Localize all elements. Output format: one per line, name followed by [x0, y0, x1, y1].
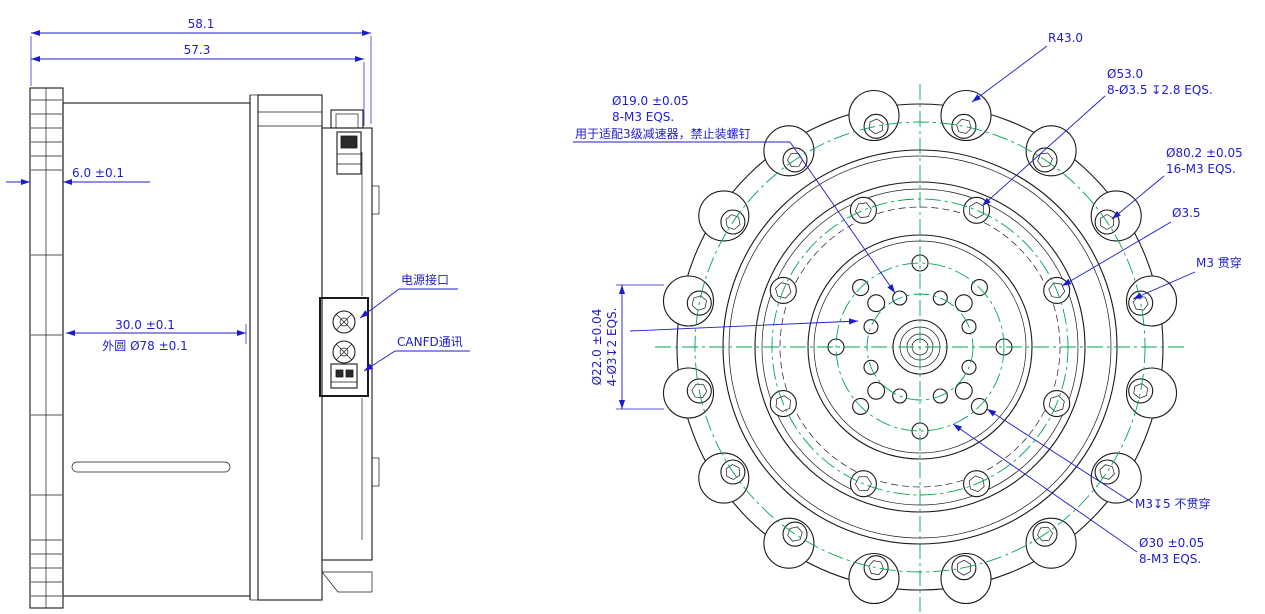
counterbore-hole	[849, 196, 877, 224]
dim-outer-radius: R43.0	[1048, 31, 1083, 45]
counterbore-hole	[963, 196, 991, 224]
leader-m3-through	[1132, 271, 1196, 300]
flange-lobe-tab	[371, 457, 380, 487]
top-connector-outline	[336, 131, 362, 175]
label-power-connector: 电源接口	[401, 272, 449, 287]
dowel-hole	[954, 381, 973, 400]
hex-socket-icon	[725, 214, 741, 230]
hex-socket-icon	[854, 202, 872, 219]
power-connector-pin	[339, 317, 349, 327]
leader-r43	[971, 45, 1048, 103]
dim-m3-through: M3 贯穿	[1196, 255, 1242, 270]
flange-bolt-hole	[1128, 290, 1154, 316]
leader-bc19	[789, 141, 896, 294]
power-connector-cross	[336, 344, 352, 360]
dim-depth: 30.0 ±0.1	[115, 318, 175, 332]
mid-housing-outline	[257, 94, 323, 601]
dim-bc19-note: 8-M3 EQS.	[612, 110, 674, 124]
dim-fin-width: 6.0 ±0.1	[72, 166, 124, 180]
hex-socket-icon	[969, 201, 984, 219]
dim-body-width: 57.3	[184, 43, 211, 57]
dim-bc53-note: 8-Ø3.5 ↧2.8 EQS.	[1107, 83, 1213, 97]
dim-bc80: Ø80.2 ±0.05	[1166, 146, 1243, 160]
hex-socket-icon	[1048, 395, 1065, 412]
canfd-pin	[345, 369, 354, 378]
leader-hole35	[1061, 221, 1172, 287]
leader-canfd	[363, 350, 396, 372]
connector-panel	[319, 297, 369, 397]
dim-bc19: Ø19.0 ±0.05	[612, 94, 689, 108]
fin-stack-outline	[29, 87, 64, 609]
annotations: 58.1 57.3 6.0 ±0.1 30.0 ±0.1 外圆 Ø78 ±0.1…	[6, 17, 1243, 566]
dim-bc30: Ø30 ±0.05	[1139, 536, 1204, 550]
leader-bc80	[1111, 175, 1165, 220]
leader-bc22	[629, 318, 859, 332]
hex-socket-icon	[968, 475, 985, 492]
vent-slot	[71, 461, 231, 473]
dim-bc80-note: 16-M3 EQS.	[1166, 162, 1236, 176]
flange-bolt-hole	[863, 555, 889, 581]
dim-bc53: Ø53.0	[1107, 67, 1143, 81]
leader-power	[359, 288, 400, 319]
top-connector-body	[340, 135, 358, 149]
bolt-circle-centerline	[835, 262, 1005, 432]
leader-m3-blind	[986, 408, 1134, 504]
hex-socket-icon	[1099, 464, 1115, 480]
bottom-foot	[321, 571, 373, 593]
dim-outer-diameter: 外圆 Ø78 ±0.1	[102, 339, 187, 353]
m3-hole-inner	[863, 319, 879, 335]
flange-bolt-hole	[1128, 378, 1154, 404]
power-connector-pin	[339, 347, 349, 357]
hex-socket-icon	[775, 282, 792, 299]
hex-socket-icon	[956, 559, 971, 576]
side-view	[29, 87, 380, 609]
dim-m3-blind: M3↧5 不贯穿	[1135, 496, 1211, 511]
flange-bolt-hole	[863, 113, 889, 139]
flange-bolt-hole	[1094, 459, 1120, 485]
dim-total-width: 58.1	[188, 17, 215, 31]
hex-socket-icon	[854, 476, 872, 492]
top-boss-inner	[335, 113, 359, 129]
hex-socket-icon	[775, 395, 791, 413]
fin-lines	[31, 99, 62, 597]
leader-bc30	[952, 423, 1138, 553]
dim-bc22: Ø22.0 ±0.04	[590, 309, 604, 386]
flange-bolt-hole	[782, 521, 808, 547]
leader-bc53	[981, 95, 1106, 207]
dowel-hole	[867, 294, 886, 313]
flange-bolt-hole	[951, 113, 977, 139]
hex-socket-icon	[787, 526, 803, 542]
centerlines	[655, 84, 1185, 612]
dim-hole35: Ø3.5	[1172, 206, 1201, 220]
dim-bc22-note: 4-Ø3↧2 EQS.	[605, 307, 619, 386]
dim-bc30-note: 8-M3 EQS.	[1139, 552, 1201, 566]
hex-socket-icon	[691, 383, 708, 398]
dim-bc19-caption: 用于适配3级减速器，禁止装螺钉	[575, 127, 751, 141]
hex-socket-icon	[725, 464, 741, 480]
canfd-pin	[335, 369, 344, 378]
power-connector-cross	[336, 314, 352, 330]
flange-lobe-tab	[371, 185, 380, 215]
hex-socket-icon	[1037, 526, 1053, 542]
dowel-hole	[954, 294, 973, 313]
label-canfd-connector: CANFD通讯	[397, 335, 463, 349]
dowel-hole	[867, 381, 886, 400]
hex-socket-icon	[868, 118, 884, 135]
hex-socket-icon	[1133, 383, 1148, 399]
hex-socket-icon	[1132, 295, 1149, 311]
hex-socket-icon	[956, 118, 972, 134]
canfd-connector-icon	[330, 363, 358, 389]
